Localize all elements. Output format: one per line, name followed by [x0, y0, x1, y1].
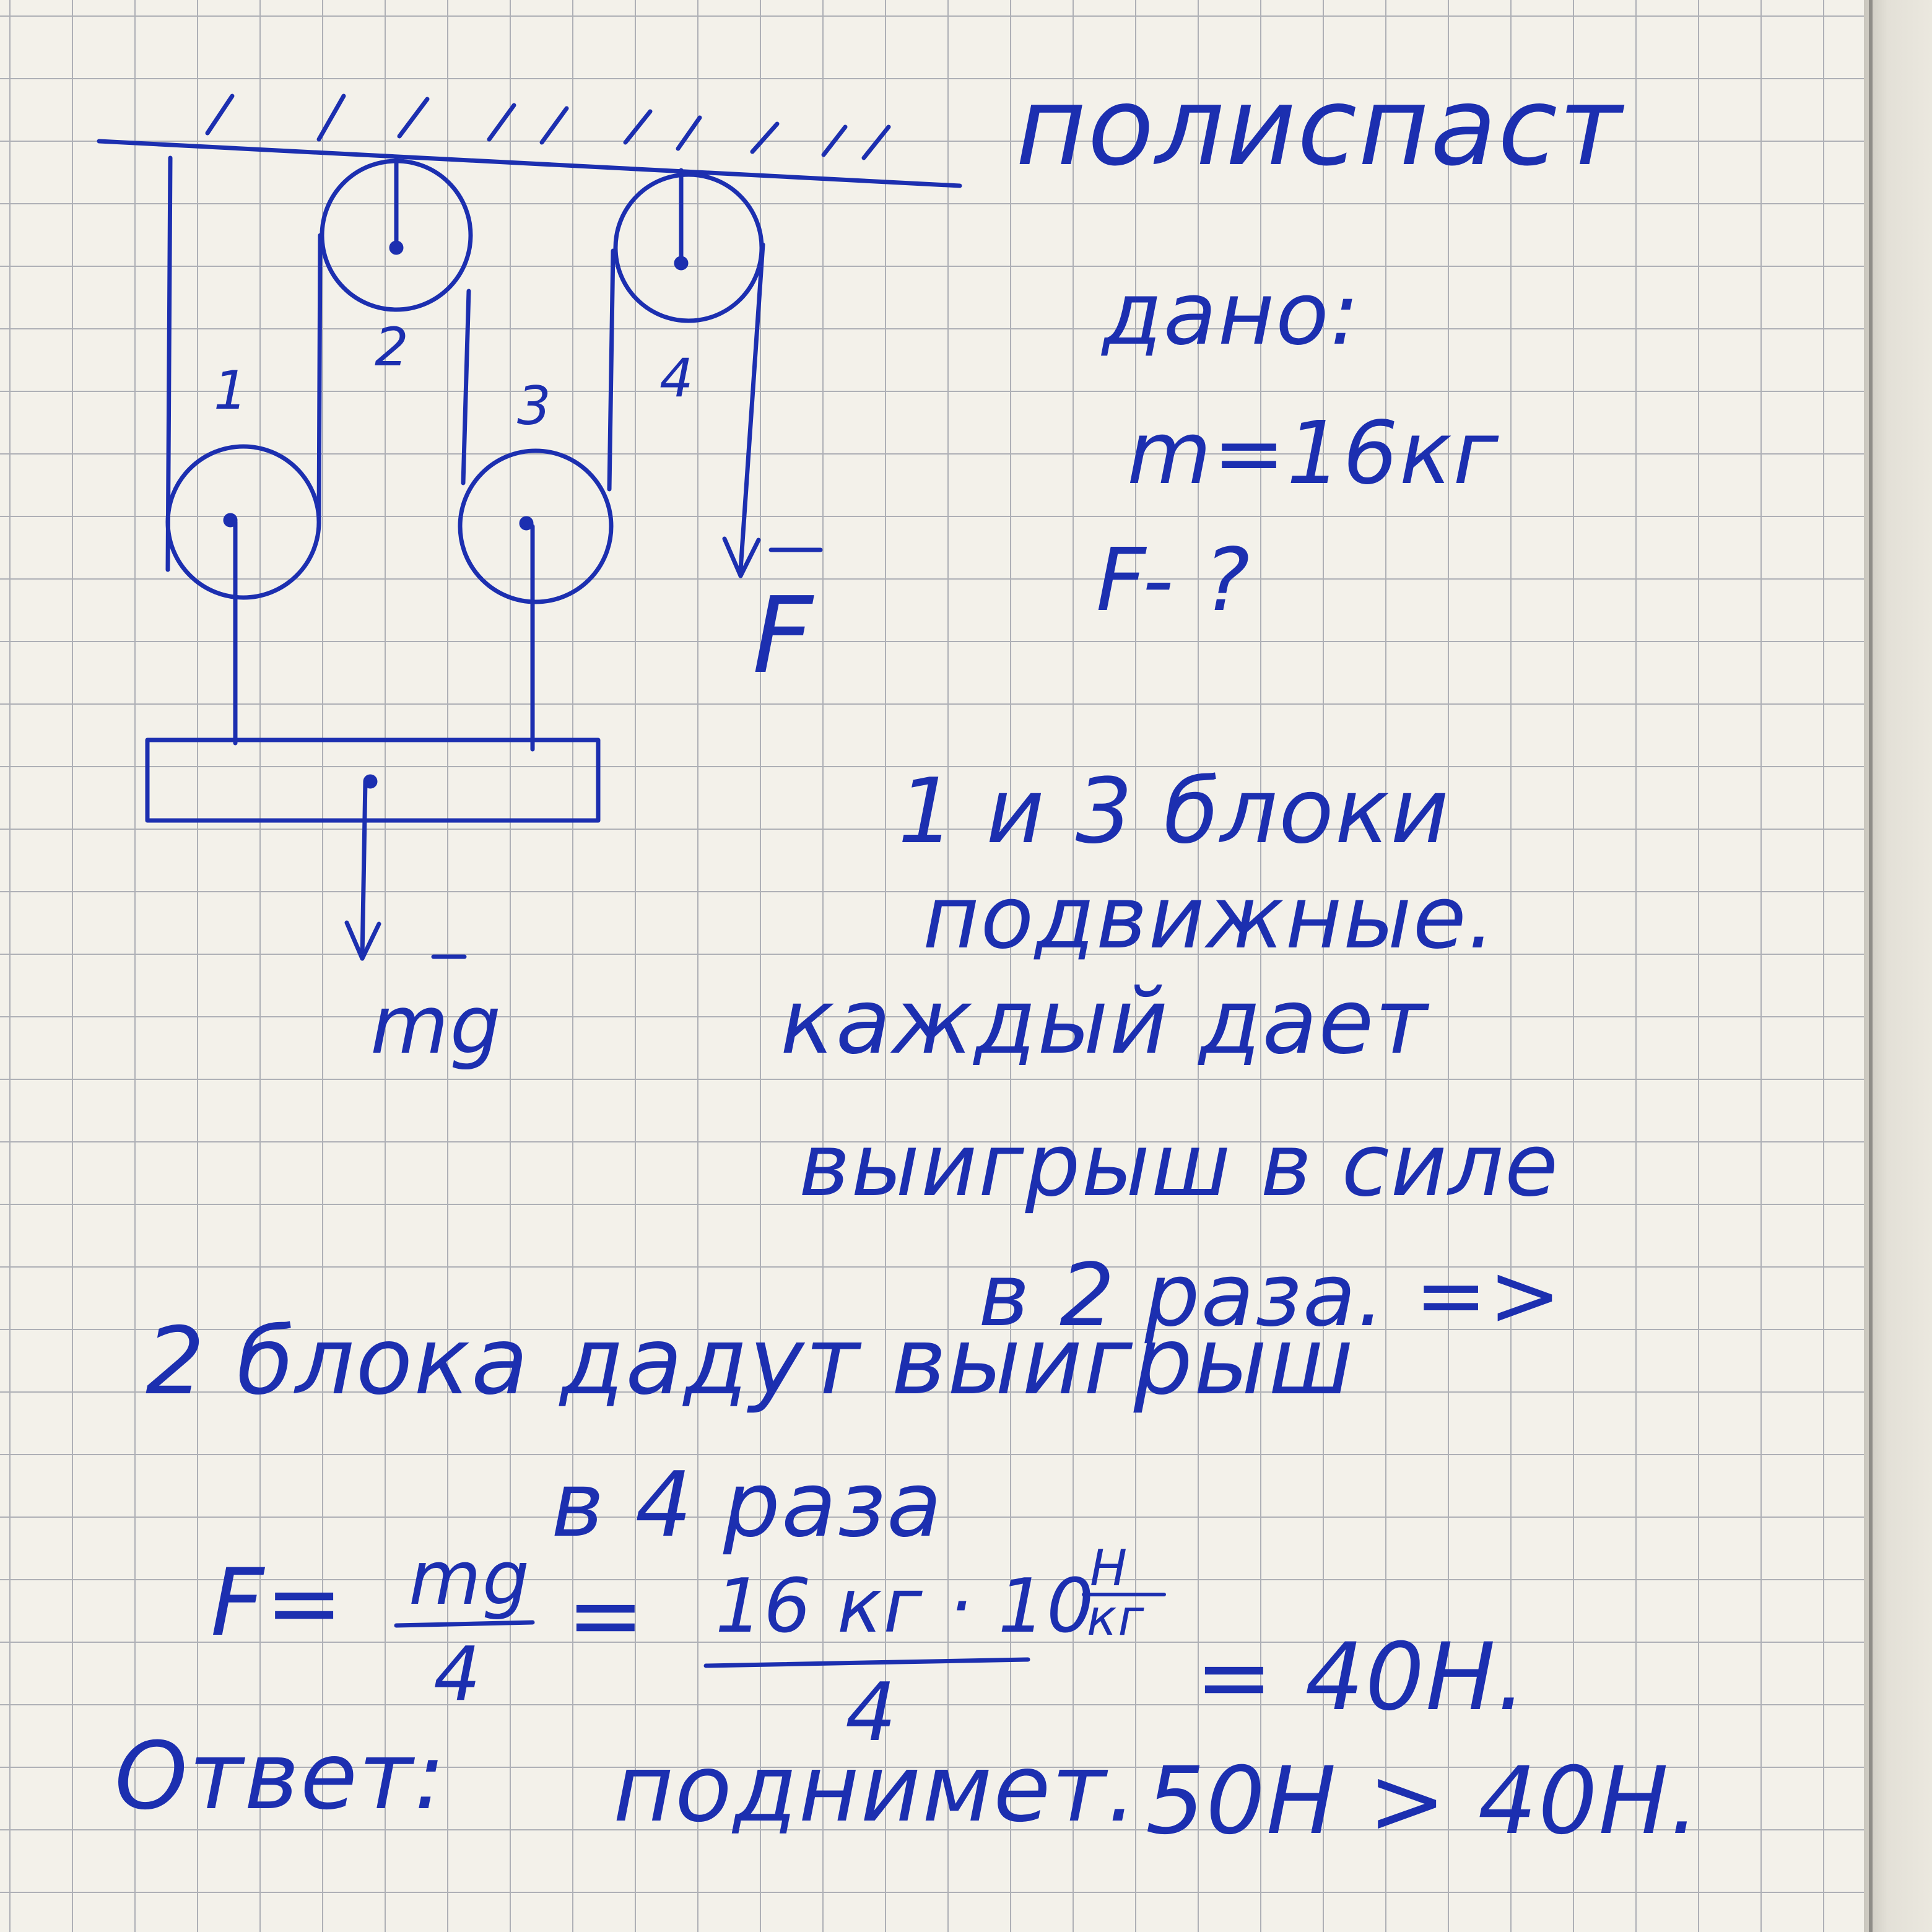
- pulley-3: [458, 448, 614, 604]
- pulley-4: [613, 172, 764, 323]
- force-arrow: [722, 536, 761, 578]
- weight-label: mg: [370, 978, 502, 1072]
- explanation-line-3: каждый дает: [780, 970, 1429, 1074]
- explanation-line-4: выигрыш в силе: [799, 1115, 1559, 1216]
- pulley-1: [165, 444, 321, 600]
- formula-lhs: F=: [211, 1549, 344, 1657]
- answer-compare: 50Н > 40Н.: [1146, 1747, 1700, 1855]
- title: полиспаст: [1016, 64, 1625, 190]
- unknown-force: F- ?: [1096, 530, 1251, 631]
- weight-arrow: [344, 779, 381, 961]
- block-label-2: 2: [375, 316, 410, 378]
- formula: F= mg 4 = 16 кг · 10 Н кг 4 = 40Н.: [211, 1536, 1528, 1759]
- block-label-3: 3: [517, 375, 552, 437]
- notebook-binding: [1864, 0, 1932, 1932]
- force-label: F: [752, 575, 814, 697]
- answer-text: поднимет.: [613, 1735, 1138, 1843]
- given-heading: дано:: [1101, 264, 1360, 365]
- load-plank: [145, 738, 601, 823]
- explanation-line-6: 2 блока дадут выигрыш: [146, 1308, 1355, 1416]
- pulley-diagram: [97, 94, 962, 961]
- given-mass: m=16кг: [1127, 403, 1500, 504]
- explanation-line-5: в 2 раза. =>: [978, 1245, 1562, 1346]
- formula-frac2-num: 16 кг · 10: [715, 1564, 1095, 1650]
- formula-frac2-den: 4: [845, 1665, 898, 1759]
- explanation-line-7: в 4 раза: [551, 1453, 943, 1557]
- ceiling-line: [97, 139, 962, 188]
- explanation-line-1: 1 и 3 блоки: [898, 759, 1450, 864]
- formula-unit-den: кг: [1087, 1589, 1145, 1647]
- formula-frac1-den: 4: [433, 1632, 482, 1718]
- block-label-1: 1: [214, 360, 249, 422]
- explanation-line-2: подвижные.: [923, 868, 1496, 968]
- formula-unit-num: Н: [1090, 1539, 1128, 1597]
- notebook-page: [0, 0, 1876, 1932]
- rope: [165, 155, 765, 572]
- formula-frac2-bar: [703, 1657, 1030, 1668]
- formula-result: = 40Н.: [1195, 1624, 1528, 1731]
- page-margin-line: [1869, 0, 1873, 1932]
- formula-eq: =: [567, 1562, 646, 1669]
- answer-label: Ответ:: [115, 1723, 446, 1830]
- block-label-4: 4: [659, 347, 695, 409]
- formula-frac1-bar: [394, 1620, 535, 1628]
- formula-frac1-num: mg: [409, 1536, 531, 1622]
- ceiling-hatching: [205, 94, 891, 160]
